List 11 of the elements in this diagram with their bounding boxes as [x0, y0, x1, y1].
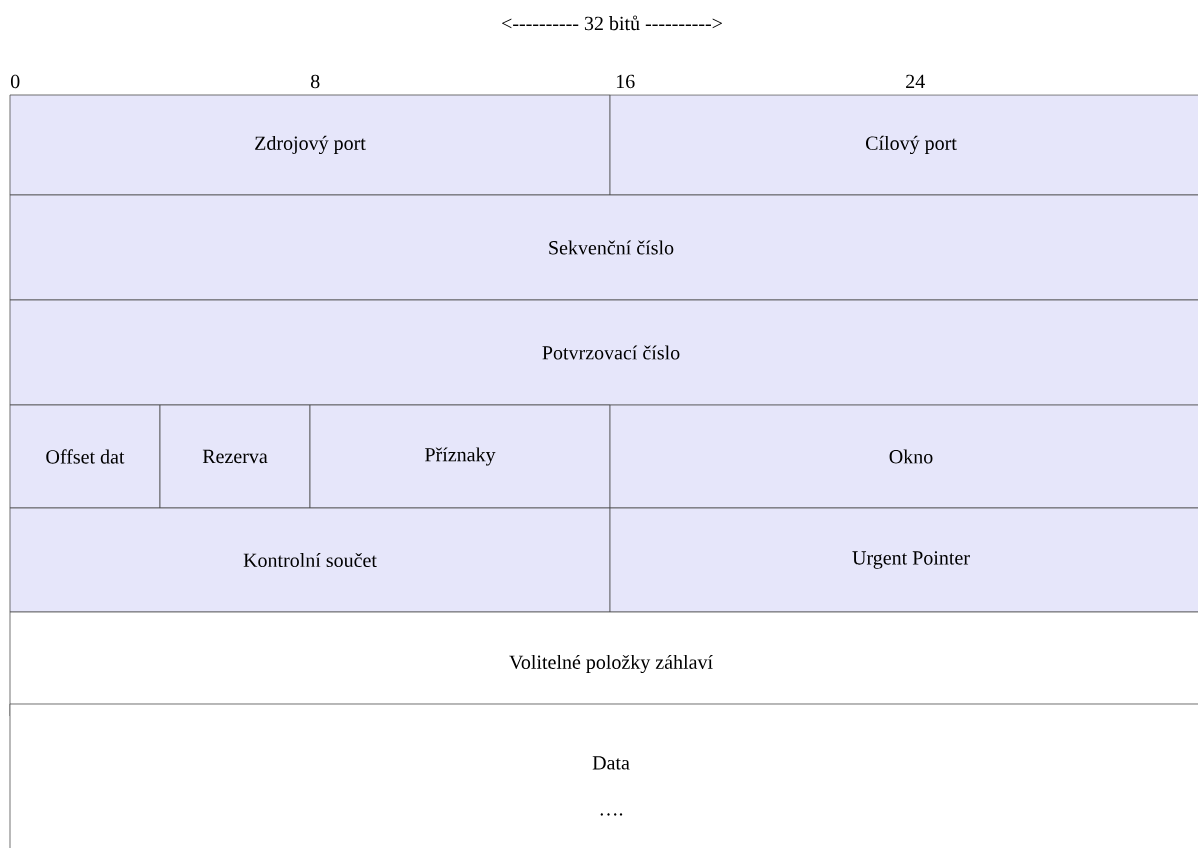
field-cell: Data …. [9, 703, 1198, 848]
field-cell: Urgent Pointer [609, 507, 1198, 613]
field-cell: Zdrojový port [9, 94, 611, 196]
field-cell: Rezerva [159, 404, 311, 509]
field-cell: Příznaky [309, 404, 611, 509]
bit-offset-label: 16 [616, 74, 635, 89]
width-label: <---------- 32 bitů ----------> [502, 15, 722, 31]
node-label: Sekvenční číslo [549, 240, 674, 255]
field-cell: Okno [609, 404, 1198, 509]
field-cell: Offset dat [9, 404, 161, 509]
field-cell: Cílový port [609, 94, 1198, 196]
